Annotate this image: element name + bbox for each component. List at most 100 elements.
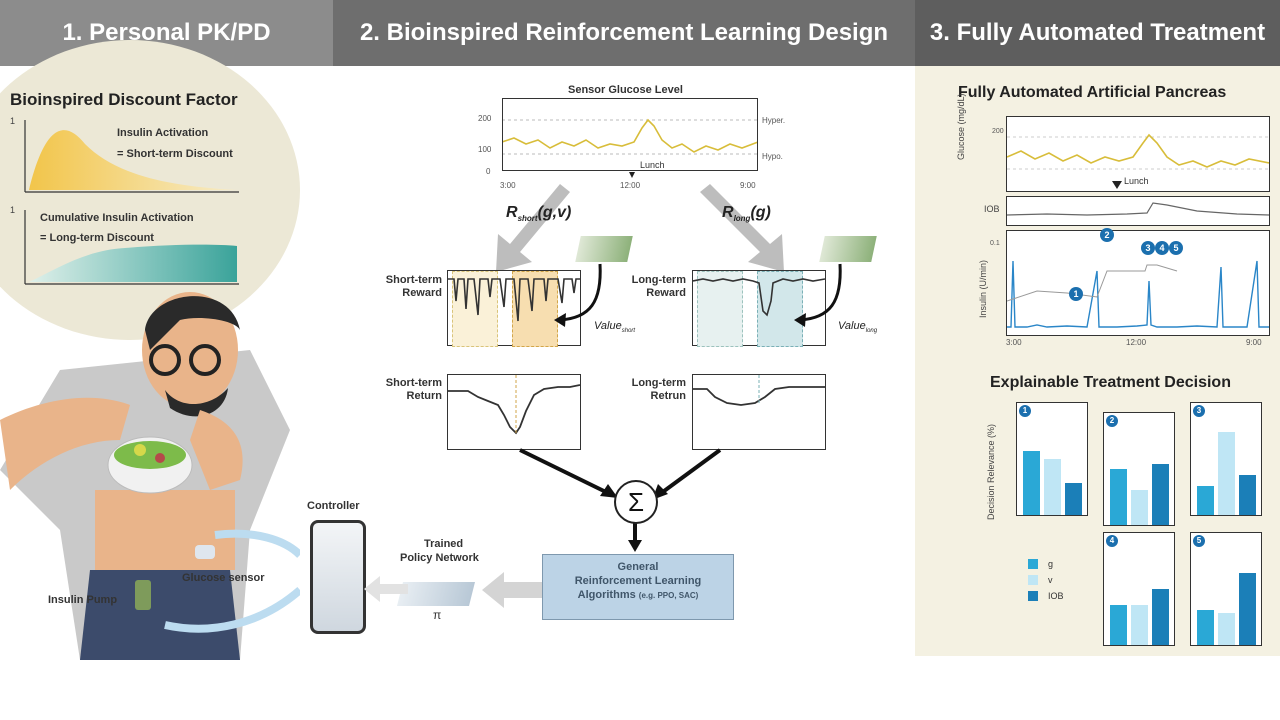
decision-chart-2: 2	[1103, 412, 1175, 526]
legend-swatch-g	[1028, 559, 1038, 569]
decision-chart-badge-5: 5	[1193, 535, 1205, 547]
decision-bar-3-g	[1197, 486, 1214, 515]
decision-bar-3-IOB	[1239, 475, 1256, 515]
r-long-sub: long	[733, 214, 751, 224]
glucose-plot	[1006, 116, 1270, 192]
glucose-axis-label: Glucose (mg/dL)	[956, 93, 966, 160]
decision-bar-1-g	[1023, 451, 1040, 515]
policy-network-label: Policy Network	[400, 552, 479, 564]
glucose-sensor-label: Glucose sensor	[182, 572, 265, 584]
r-long-formula: Rlong(g)	[722, 204, 771, 223]
y-tick-100: 100	[478, 145, 492, 154]
x-tick-3: 3:00	[500, 181, 516, 190]
decision-bar-5-g	[1197, 610, 1214, 645]
decision-bar-2-IOB	[1152, 464, 1169, 525]
decision-chart-1: 1	[1016, 402, 1088, 516]
long-return-line	[693, 375, 825, 406]
short-term-return-plot	[447, 374, 581, 450]
legend-label-v: v	[1048, 575, 1053, 585]
insulin-y-tick: 0.1	[990, 240, 1000, 247]
r-short-args: (g,v)	[537, 204, 572, 221]
short-return-line	[448, 375, 580, 435]
legend-swatch-v	[1028, 575, 1038, 585]
sensor-glucose-plot	[502, 98, 758, 178]
algo-line-2: Reinforcement Learning	[574, 575, 702, 587]
legend-item-v: v	[1028, 572, 1064, 588]
decision-bar-1-v	[1044, 459, 1061, 515]
sigma-node: Σ	[614, 480, 658, 524]
iob-plot	[1006, 196, 1270, 226]
insulin-x-tick-9: 9:00	[1246, 338, 1262, 347]
decision-marker-1[interactable]: 1	[1069, 287, 1083, 301]
controller-phone	[310, 520, 366, 634]
decision-marker-2[interactable]: 2	[1100, 228, 1114, 242]
decision-chart-4: 4	[1103, 532, 1175, 646]
decision-chart-5: 5	[1190, 532, 1262, 646]
glucose-line	[1007, 133, 1269, 170]
lunch-label: Lunch	[640, 160, 665, 170]
r-long-args: (g)	[750, 204, 771, 221]
decision-marker-4[interactable]: 4	[1155, 241, 1169, 255]
value-long-sub: long	[865, 328, 878, 335]
short-term-reward-label: Short-term Reward	[385, 274, 442, 299]
y-tick-0: 0	[486, 167, 491, 176]
long-reward-highlight-2	[757, 271, 803, 347]
insulin-activation-plot	[24, 120, 239, 193]
iob-axis-label: IOB	[984, 204, 1000, 214]
decision-bar-3-v	[1218, 432, 1235, 515]
person-eating-illustration	[0, 292, 300, 660]
glucose-lunch-marker	[1112, 181, 1122, 189]
short-term-discount-label: = Short-term Discount	[117, 148, 233, 160]
decision-chart-badge-2: 2	[1106, 415, 1118, 427]
sensor-glucose-title: Sensor Glucose Level	[568, 84, 683, 96]
relevance-axis-label: Decision Relevance (%)	[986, 423, 996, 520]
algo-line-3-small: (e.g. PPO, SAC)	[638, 591, 699, 600]
decision-marker-5[interactable]: 5	[1169, 241, 1183, 255]
y-tick-200: 200	[478, 114, 492, 123]
glucose-lunch-label: Lunch	[1124, 176, 1149, 186]
trained-label: Trained	[424, 538, 464, 550]
decision-bar-4-v	[1131, 605, 1148, 645]
long-reward-highlight-1	[697, 271, 743, 347]
hypo-label: Hypo.	[762, 152, 783, 161]
cumulative-activation-label: Cumulative Insulin Activation	[40, 212, 194, 224]
insulin-axis-label: Insulin (U/min)	[978, 259, 988, 318]
glucose-y-tick: 200	[992, 128, 1004, 135]
decision-marker-3[interactable]: 3	[1141, 241, 1155, 255]
algo-line-3: Algorithms (e.g. PPO, SAC)	[543, 588, 733, 603]
algo-line-3-text: Algorithms	[577, 589, 636, 601]
algo-line-1: General	[617, 561, 659, 573]
legend-label-iob: IOB	[1048, 591, 1064, 601]
legend-item-iob: IOB	[1028, 588, 1064, 604]
decision-bar-4-g	[1110, 605, 1127, 645]
hyper-label: Hyper.	[762, 116, 786, 125]
value-short-text: Value	[594, 320, 622, 332]
header-automated-treatment: 3. Fully Automated Treatment	[915, 0, 1280, 66]
decision-bar-4-IOB	[1152, 589, 1169, 645]
value-net-short-icon	[575, 236, 633, 262]
pi-label: π	[433, 608, 442, 622]
r-long-symbol: R	[722, 204, 734, 221]
short-reward-line	[448, 278, 580, 322]
decision-chart-3: 3	[1190, 402, 1262, 516]
insulin-pump-label: Insulin Pump	[48, 594, 118, 606]
value-long-label: Valuelong	[838, 320, 877, 334]
long-term-return-label: Long-term Retrun	[631, 377, 686, 402]
value-long-text: Value	[838, 320, 866, 332]
artificial-pancreas-title: Fully Automated Artificial Pancreas	[958, 84, 1227, 101]
controller-label: Controller	[307, 500, 360, 512]
rl-algorithm-box: General Reinforcement Learning Algorithm…	[542, 554, 734, 620]
header-rl-design: 2. Bioinspired Reinforcement Learning De…	[333, 0, 915, 66]
x-tick-9: 9:00	[740, 181, 756, 190]
decision-bar-2-v	[1131, 490, 1148, 525]
legend-swatch-iob	[1028, 591, 1038, 601]
y-tick-1: 1	[10, 116, 16, 126]
decision-chart-badge-4: 4	[1106, 535, 1118, 547]
long-reward-line	[693, 278, 825, 317]
decision-bar-1-IOB	[1065, 483, 1082, 515]
value-net-long-icon	[819, 236, 877, 262]
controller-arrow	[364, 576, 408, 602]
legend-label-g: g	[1048, 559, 1054, 569]
insulin-x-tick-12: 12:00	[1126, 338, 1147, 347]
r-short-symbol: R	[506, 204, 518, 221]
